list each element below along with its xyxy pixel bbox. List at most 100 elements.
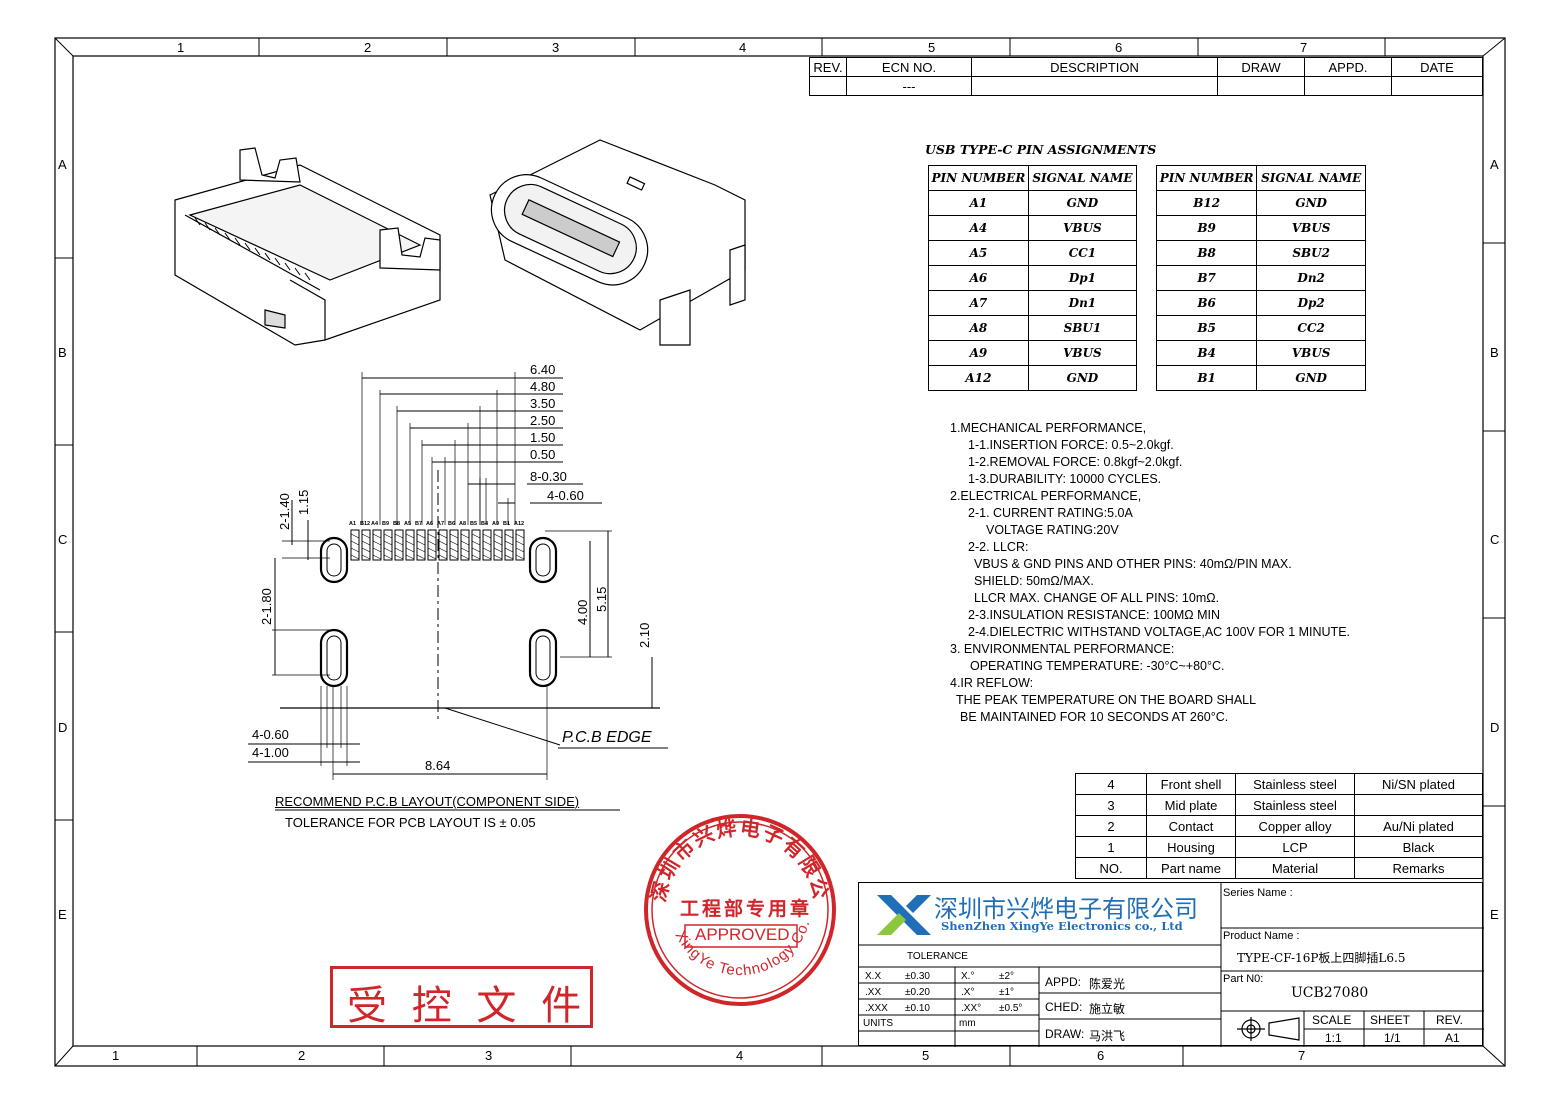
pad-pin-label: A12: [514, 521, 525, 527]
row-label-a: A: [58, 157, 67, 172]
col-label-4: 4: [739, 40, 747, 55]
company-name-cn: 深圳市兴烨电子有限公司: [934, 895, 1198, 923]
row-label-e-right: E: [1490, 907, 1499, 922]
pad-hatch: [460, 540, 470, 546]
pad-hatch: [383, 547, 393, 553]
note-line: LLCR MAX. CHANGE OF ALL PINS: 10mΩ.: [974, 591, 1220, 605]
bom-cell: 2: [1075, 815, 1147, 837]
pad-hatch: [449, 554, 459, 560]
bom-cell: Ni/SN plated: [1354, 773, 1483, 795]
ched-name: 施立敏: [1089, 1002, 1126, 1016]
dim-2-50: 2.50: [530, 413, 556, 428]
dim-2-10: 2.10: [637, 622, 652, 648]
pad-hatch: [361, 540, 371, 546]
pad-hatch: [449, 533, 459, 539]
pad-hatch: [504, 547, 514, 553]
pin-number: A8: [928, 315, 1029, 341]
col-label-bottom-5: 5: [922, 1048, 930, 1063]
col-label-bottom-1: 1: [112, 1048, 120, 1063]
note-line: 2-1. CURRENT RATING:5.0A: [968, 506, 1133, 520]
stamp-approved: APPROVED: [695, 925, 790, 944]
draw-label: DRAW:: [1045, 1027, 1085, 1041]
rev-header: REV.: [809, 57, 847, 77]
tol-xx-val: ±0.30: [905, 971, 930, 982]
note-line: 1-3.DURABILITY: 10000 CYCLES.: [968, 472, 1162, 486]
pad-hatch: [361, 554, 371, 560]
note-line: 4.IR REFLOW:: [950, 676, 1034, 690]
pad-hatch: [416, 554, 426, 560]
pad-hatch: [493, 547, 503, 553]
company-logo-icon: [877, 895, 931, 935]
specification-notes: 1.MECHANICAL PERFORMANCE,1-1.INSERTION F…: [950, 420, 1350, 726]
pad-hatch: [482, 554, 492, 560]
col-label-2: 2: [364, 40, 372, 55]
company-name-en: ShenZhen XingYe Electronics co., Ltd: [941, 919, 1183, 933]
date-cell: [1391, 76, 1483, 96]
note-line: OPERATING TEMPERATURE: -30°C~+80°C.: [970, 659, 1225, 673]
tol-ang3: .XX°: [961, 1003, 982, 1014]
pin-number: A12: [928, 365, 1029, 391]
dim-8-0-30: 8-0.30: [530, 469, 567, 484]
scale-label: SCALE: [1312, 1013, 1352, 1027]
pad-hatch: [504, 533, 514, 539]
pad-hatch: [405, 547, 415, 553]
description-header: DESCRIPTION: [971, 57, 1218, 77]
note-line: SHIELD: 50mΩ/MAX.: [974, 574, 1094, 588]
pad-hatch: [482, 540, 492, 546]
note-line: 2-3.INSULATION RESISTANCE: 100MΩ MIN: [968, 608, 1220, 622]
title-block-grid: [859, 883, 1484, 1047]
bom-header-cell: NO.: [1075, 857, 1147, 879]
note-line: VOLTAGE RATING:20V: [986, 523, 1119, 537]
tol-ang: X.°: [961, 971, 975, 982]
pad-hatch: [427, 540, 437, 546]
dim-4-1-00: 4-1.00: [252, 745, 289, 760]
pad-hatch: [394, 547, 404, 553]
pad-pin-label: A8: [459, 521, 467, 527]
pad-hatch: [427, 547, 437, 553]
pin-number-header: PIN NUMBER: [928, 165, 1029, 191]
appd-header: APPD.: [1304, 57, 1392, 77]
pad-hatch: [372, 547, 382, 553]
pad-hatch: [394, 540, 404, 546]
bom-header-cell: Part name: [1146, 857, 1236, 879]
bom-header-cell: Material: [1235, 857, 1355, 879]
pin-number: B9: [1155, 215, 1258, 241]
date-header: DATE: [1391, 57, 1483, 77]
signal-name: Dn2: [1256, 265, 1366, 291]
appd-label: APPD:: [1045, 975, 1082, 989]
signal-name: GND: [1027, 190, 1138, 216]
bom-cell: Contact: [1146, 815, 1236, 837]
layout-caption: RECOMMEND P.C.B LAYOUT(COMPONENT SIDE): [275, 794, 580, 809]
bom-cell: Housing: [1146, 836, 1236, 858]
pad-hatch: [416, 547, 426, 553]
approval-stamp: 深圳市兴烨电子有限公司 XingYe Technology Co.,Ltd 工程…: [629, 793, 840, 1010]
pad-hatch: [427, 554, 437, 560]
note-line: 1-1.INSERTION FORCE: 0.5~2.0kgf.: [968, 438, 1174, 452]
pad-hatch: [350, 540, 360, 546]
stamp-center-text: 工程部专用章: [680, 899, 813, 920]
bom-cell: Au/Ni plated: [1354, 815, 1483, 837]
pad-hatch: [471, 540, 481, 546]
units-value: mm: [959, 1018, 976, 1029]
pad-pin-label: B12: [360, 521, 371, 527]
note-line: 2-2. LLCR:: [968, 540, 1029, 554]
signal-name: SBU1: [1027, 315, 1138, 341]
pad-pin-label: A1: [349, 521, 357, 527]
pin-number: A1: [928, 190, 1029, 216]
row-label-b: B: [58, 345, 67, 360]
pad-hatch: [361, 533, 371, 539]
signal-name: Dn1: [1027, 290, 1138, 316]
dim-0-50: 0.50: [530, 447, 556, 462]
pin-table-title: USB TYPE-C PIN ASSIGNMENTS: [925, 142, 1157, 157]
controlled-document-stamp: 受 控 文 件: [330, 966, 593, 1029]
col-label-5: 5: [928, 40, 936, 55]
tolerance-label: TOLERANCE: [907, 951, 968, 962]
